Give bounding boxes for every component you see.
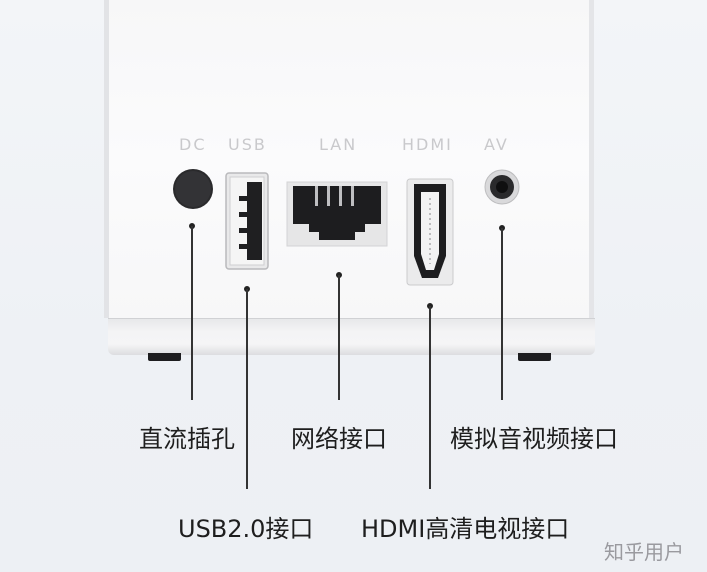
usb-leader-line	[246, 289, 248, 489]
dc-port-icon	[173, 169, 213, 209]
callout-av: 模拟音视频接口	[450, 425, 618, 453]
port-label-lan: LAN	[319, 135, 358, 154]
av-leader-line	[501, 228, 503, 400]
device-base	[108, 318, 595, 355]
hdmi-leader-line	[429, 306, 431, 489]
hdmi-port-icon	[406, 178, 454, 286]
dc-leader-line	[191, 226, 193, 400]
watermark-text: 知乎用户	[604, 540, 684, 564]
callout-dc: 直流插孔	[139, 425, 235, 453]
lan-port-icon	[286, 181, 388, 247]
device-foot-right	[518, 353, 551, 361]
callout-hdmi: HDMI高清电视接口	[361, 515, 570, 543]
lan-leader-line	[338, 275, 340, 400]
device-foot-left	[148, 353, 181, 361]
callout-usb: USB2.0接口	[178, 515, 314, 543]
port-label-dc: DC	[179, 135, 207, 154]
callout-lan: 网络接口	[291, 425, 387, 453]
device-body	[104, 0, 594, 318]
av-port-icon	[484, 169, 520, 205]
usb-port-icon	[225, 172, 269, 270]
port-label-hdmi: HDMI	[402, 135, 453, 154]
port-label-usb: USB	[228, 135, 267, 154]
port-label-av: AV	[484, 135, 509, 154]
